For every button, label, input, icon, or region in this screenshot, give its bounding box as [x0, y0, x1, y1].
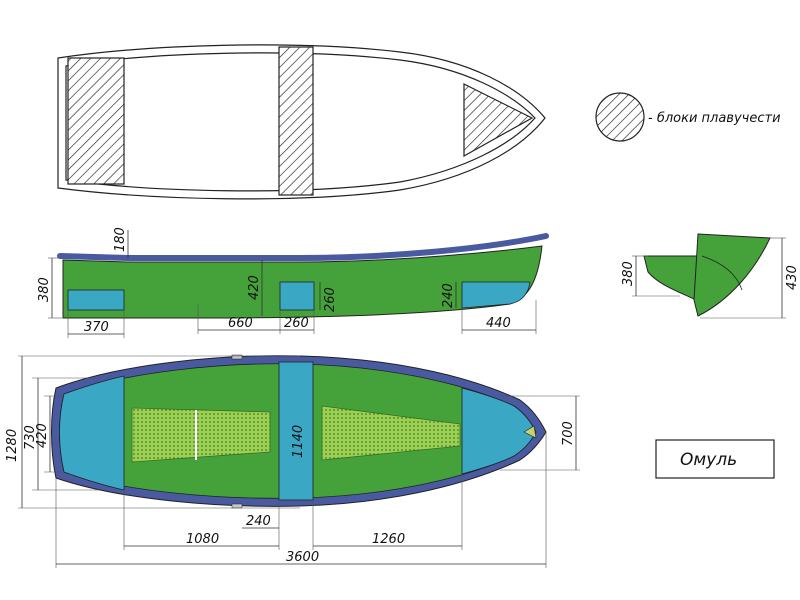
- top-dim-1280: 1280: [5, 429, 20, 462]
- top-dim-240: 240: [246, 514, 271, 529]
- plan-flotation-middle: [278, 46, 314, 196]
- top-dim-420: 420: [35, 423, 50, 448]
- top-mesh-floor-stern: [131, 407, 271, 463]
- title-frame: [655, 439, 775, 479]
- section-dim-380: 380: [621, 261, 636, 286]
- top-view: 1280 730 420 1140 700 240 1080 1260 3600: [5, 354, 580, 568]
- side-dim-370: 370: [84, 320, 109, 335]
- top-rim-clip-bottom: [231, 503, 243, 509]
- side-dim-260-horizontal: 260: [284, 316, 309, 331]
- section-left-half: [643, 255, 699, 301]
- side-flotation-middle: [279, 281, 315, 311]
- side-dim-260-vertical: 260: [323, 287, 338, 312]
- side-hull-rim: [57, 233, 549, 261]
- section-dim-430: 430: [785, 265, 800, 290]
- side-dim-660: 660: [228, 316, 253, 331]
- top-flotation-middle: [278, 361, 314, 501]
- top-rim-clip-top: [231, 354, 243, 360]
- side-flotation-bow: [461, 281, 531, 309]
- side-dim-440: 440: [486, 316, 511, 331]
- top-dim-1140: 1140: [291, 425, 306, 458]
- top-flotation-bow: [461, 387, 537, 475]
- section-inner-curve: [701, 255, 743, 291]
- side-flotation-stern: [67, 289, 125, 311]
- section-right-half: [693, 233, 771, 317]
- plan-hull-inner-outline: [65, 52, 536, 192]
- side-view: 180 380 420 260 240 370 660 260 440: [37, 227, 549, 338]
- top-bow-tip: [523, 425, 537, 439]
- section-view: 380 430: [621, 233, 800, 319]
- top-dim-730: 730: [23, 425, 38, 450]
- plan-flotation-bow: [463, 83, 534, 158]
- side-dim-380: 380: [37, 277, 52, 302]
- boat-name: Омуль: [680, 450, 737, 470]
- side-dim-180: 180: [113, 227, 128, 252]
- legend: - блоки плавучести: [595, 92, 781, 142]
- top-mesh-floor-bow: [321, 405, 461, 461]
- top-flotation-stern: [59, 375, 125, 491]
- top-dim-1080: 1080: [186, 532, 219, 547]
- plan-outline-view: [57, 44, 546, 200]
- side-dim-240: 240: [441, 283, 456, 308]
- title-box: Омуль: [655, 439, 775, 479]
- plan-hull-outline: [57, 44, 546, 200]
- top-dim-1260: 1260: [372, 532, 405, 547]
- top-dim-3600: 3600: [286, 550, 319, 565]
- side-dim-420: 420: [247, 275, 262, 300]
- top-dim-700: 700: [561, 421, 576, 446]
- legend-hatched-circle: [595, 92, 645, 142]
- plan-flotation-stern: [67, 57, 125, 185]
- legend-label: - блоки плавучести: [648, 111, 781, 126]
